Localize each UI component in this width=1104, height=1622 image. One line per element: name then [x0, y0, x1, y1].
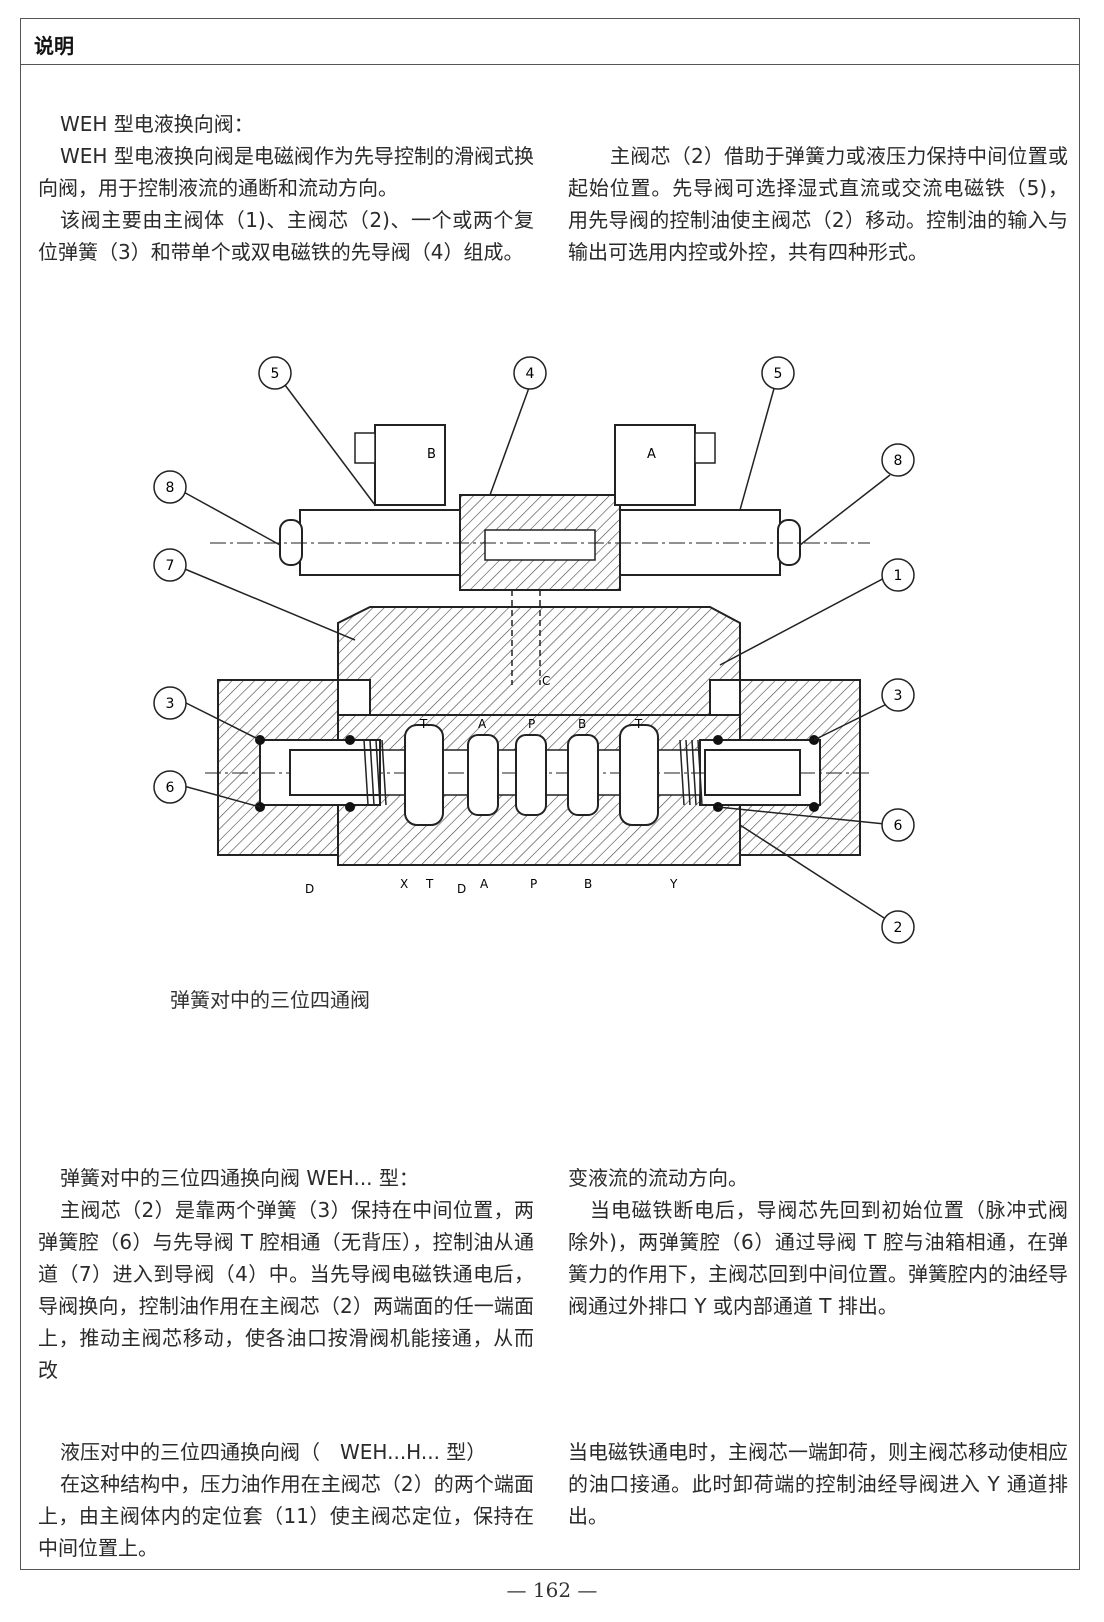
- callout-6-right: 6: [881, 808, 915, 842]
- hydraulic-centered-paragraph: 在这种结构中，压力油作用在主阀芯（2）的两个端面上，由主阀体内的定位套（11）使…: [38, 1472, 534, 1560]
- page-frame: [20, 18, 1080, 1570]
- callout-1: 1: [881, 558, 915, 592]
- spring-centered-right-paragraph: 当电磁铁断电后，导阀芯先回到初始位置（脉冲式阀除外)，两弹簧腔（6）通过导阀 T…: [568, 1198, 1068, 1318]
- svg-text:3: 3: [894, 688, 903, 704]
- callout-3-left: 3: [153, 686, 187, 720]
- chamber-label-t-left: T: [419, 717, 428, 731]
- port-label-p: P: [530, 877, 537, 891]
- drain-label-center: D: [457, 882, 466, 896]
- svg-text:8: 8: [166, 480, 175, 496]
- spring-centered-paragraph: 主阀芯（2）是靠两个弹簧（3）保持在中间位置，两弹簧腔（6）与先导阀 T 腔相通…: [38, 1198, 534, 1382]
- svg-text:1: 1: [894, 568, 903, 584]
- intro-paragraph-2: 该阀主要由主阀体（1)、主阀芯（2)、一个或两个复位弹簧（3）和带单个或双电磁铁…: [38, 208, 534, 264]
- port-label-b: B: [584, 877, 592, 891]
- hydraulic-centered-left-column: 液压对中的三位四通换向阀（ WEH...H... 型） 在这种结构中，压力油作用…: [38, 1436, 534, 1564]
- svg-text:6: 6: [894, 818, 903, 834]
- control-label-c: C: [542, 674, 550, 688]
- intro-right-column: 主阀芯（2）借助于弹簧力或液压力保持中间位置或起始位置。先导阀可选择湿式直流或交…: [568, 140, 1068, 268]
- callout-6-left: 6: [153, 770, 187, 804]
- callout-8-right: 8: [881, 443, 915, 477]
- solenoid-right: [614, 424, 801, 576]
- svg-text:2: 2: [894, 920, 903, 936]
- chamber-label-b: B: [578, 717, 586, 731]
- coil-label-b: B: [427, 447, 436, 462]
- spring-centered-continuation: 变液流的流动方向。: [568, 1166, 748, 1190]
- port-label-y: Y: [669, 877, 678, 891]
- hydraulic-centered-right-paragraph: 当电磁铁通电时，主阀芯一端卸荷，则主阀芯移动使相应的油口接通。此时卸荷端的控制油…: [568, 1440, 1068, 1528]
- svg-text:5: 5: [271, 366, 280, 382]
- coil-label-a: A: [647, 447, 656, 462]
- page-title: 说明: [34, 34, 74, 58]
- intro-right-paragraph: 主阀芯（2）借助于弹簧力或液压力保持中间位置或起始位置。先导阀可选择湿式直流或交…: [568, 144, 1068, 264]
- chamber-label-a: A: [478, 717, 487, 731]
- port-label-t: T: [425, 877, 434, 891]
- drain-label-left: D: [305, 882, 314, 896]
- hydraulic-centered-heading: 液压对中的三位四通换向阀（ WEH...H... 型）: [60, 1440, 487, 1464]
- return-springs: [363, 739, 703, 806]
- callout-5-left: 5: [258, 356, 292, 390]
- page-number: — 162 —: [506, 1578, 598, 1602]
- callout-2: 2: [881, 910, 915, 944]
- spring-centered-right-column: 变液流的流动方向。 当电磁铁断电后，导阀芯先回到初始位置（脉冲式阀除外)，两弹簧…: [568, 1162, 1068, 1322]
- port-label-a: A: [480, 877, 489, 891]
- intro-heading: WEH 型电液换向阀：: [60, 112, 254, 136]
- intro-left-column: WEH 型电液换向阀： WEH 型电液换向阀是电磁阀作为先导控制的滑阀式换向阀，…: [38, 108, 534, 268]
- svg-text:4: 4: [526, 366, 535, 382]
- svg-text:7: 7: [166, 558, 175, 574]
- leader-lines: [179, 384, 896, 926]
- header-divider: [20, 64, 1080, 65]
- callout-8-left: 8: [153, 470, 187, 504]
- spring-centered-left-column: 弹簧对中的三位四通换向阀 WEH... 型： 主阀芯（2）是靠两个弹簧（3）保持…: [38, 1162, 534, 1386]
- figure-caption: 弹簧对中的三位四通阀: [170, 988, 370, 1012]
- valve-cross-section-diagram: B A T A P B T C X T A P B Y D D 5 4 5: [153, 356, 915, 944]
- svg-text:6: 6: [166, 780, 175, 796]
- callout-5-right: 5: [761, 356, 795, 390]
- main-spool: [289, 724, 801, 826]
- seals: [255, 735, 819, 812]
- hydraulic-centered-right-column: 当电磁铁通电时，主阀芯一端卸荷，则主阀芯移动使相应的油口接通。此时卸荷端的控制油…: [568, 1436, 1068, 1532]
- callout-3-right: 3: [881, 678, 915, 712]
- chamber-label-t-right: T: [634, 717, 643, 731]
- svg-text:8: 8: [894, 453, 903, 469]
- svg-text:5: 5: [774, 366, 783, 382]
- port-label-x: X: [400, 877, 408, 891]
- callout-7: 7: [153, 548, 187, 582]
- chamber-label-p: P: [528, 717, 535, 731]
- callout-4: 4: [513, 356, 547, 390]
- svg-text:3: 3: [166, 696, 175, 712]
- intro-paragraph-1: WEH 型电液换向阀是电磁阀作为先导控制的滑阀式换向阀，用于控制液流的通断和流动…: [38, 144, 534, 200]
- spring-centered-heading: 弹簧对中的三位四通换向阀 WEH... 型：: [60, 1166, 419, 1190]
